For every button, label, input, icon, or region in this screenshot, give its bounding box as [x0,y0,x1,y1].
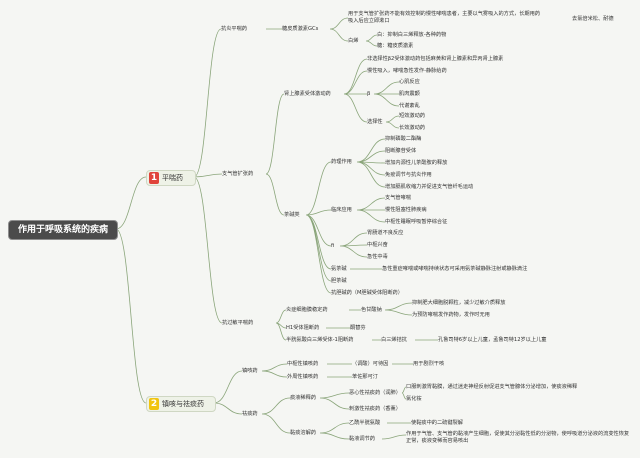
node-gehu[interactable]: 增加膈肌收缩力并促进支气管纤毛运动 [385,184,474,190]
node-benzhuo[interactable]: 苯佐那可汀 [352,374,378,380]
node-gcs[interactable]: 糖皮质激素GCs [282,26,319,32]
node-h1-drug[interactable]: 酮替芬 [350,325,366,331]
node-exin[interactable]: 恶心性祛痰药（润肺） [349,390,401,396]
node-zhiqi[interactable]: 支气管哮喘 [385,195,411,201]
node-yizhi[interactable]: 抑制磷酸二酯酶 [385,136,422,142]
node-banguang[interactable]: 半胱氨酸白三烯受体-1阻断药 [286,337,354,343]
node-ciji[interactable]: 刺激性祛痰药（香薰） [349,406,401,412]
node-qutan[interactable]: 祛痰药 [242,411,258,417]
node-chajian[interactable]: 茶碱类 [284,212,300,218]
node-kangyan[interactable]: 抗炎平喘药 [221,26,247,32]
node-neiyuan[interactable]: 增加内源性儿茶酚胺的释放 [385,160,448,166]
node-jixing[interactable]: 急性中毒 [367,254,388,260]
branch-label-zhenke-qutan: 镇咳与祛痰药 [162,400,204,408]
node-yixian[interactable]: 乙酰半胱氨酸 [349,420,381,426]
node-kangguomin[interactable]: 抗过敏平喘药 [222,320,254,326]
node-zhongshu2[interactable]: 中枢兴奋 [367,242,388,248]
node-changxiao[interactable]: 长效激动药 [399,125,425,131]
node-shenshang[interactable]: 肾上腺素受体激动药 [284,91,331,97]
node-zhenke[interactable]: 镇咳药 [242,368,258,374]
node-baixi-1[interactable]: 白：抑制白三烯释放-各种药物 [377,32,447,38]
branch-label-pingchuan: 平喘药 [162,174,183,182]
node-seganshuan[interactable]: 色甘酸钠 [361,307,382,313]
node-anchajian-desc[interactable]: 急性重症哮喘或哮喘持续状态可采用氨茶碱静脉注射或静脉滴注 [382,266,528,272]
node-manxingzu[interactable]: 慢性阻塞性肺疾病 [385,207,427,213]
node-sega-1[interactable]: 抑制肥大细胞脱颗粒，减少过敏介质释放 [412,300,506,306]
node-yanxing[interactable]: 炎症细胞膜稳定药 [286,307,328,313]
node-lvhua[interactable]: 氯化铵 [406,396,422,402]
node-waizhou[interactable]: 外周性镇咳药 [287,374,319,380]
node-h1[interactable]: H1受体阻断药 [286,325,320,331]
node-zhiqiguan[interactable]: 支气管扩张药 [222,171,254,177]
node-tanye[interactable]: 痰液稀释药 [290,395,316,401]
root-node[interactable]: 作用于呼吸系统的疾病 [8,220,118,240]
node-mianyi[interactable]: 免疫调节与抗炎作用 [385,172,432,178]
node-beta2[interactable]: 非选择性β2受体激动药包括麻黄和肾上腺素和异丙肾上腺素 [367,56,504,62]
node-nianye-tj[interactable]: 黏液调节药 [349,436,375,442]
node-baisan-desc[interactable]: 孔鲁司特6岁以上儿童，孟鲁司特12岁以上儿童 [438,337,547,343]
node-kefei[interactable]: （调酸）可待因 [352,361,389,367]
node-linchuang[interactable]: 临床应用 [331,207,352,213]
node-weichang[interactable]: 胃肠道不良反应 [367,230,404,236]
node-xinji[interactable]: 心肌反应 [399,79,420,85]
node-zhongshu[interactable]: 中枢性睡眠呼吸暂停综合征 [385,219,448,225]
connector-path [115,17,438,440]
node-sega-2[interactable]: 为预防哮喘发作药物，发作时无用 [412,312,490,318]
node-baixi-2[interactable]: 糖：糖皮质激素 [377,43,414,49]
node-manxing[interactable]: 慢性吸入，哮喘急性发作-静脉给药 [367,68,447,74]
node-kangdan[interactable]: 抗胆碱药（M胆碱受体阻断药） [331,290,403,296]
node-ximo[interactable]: 阻断腺苷受体 [385,148,417,154]
node-gcs-desc[interactable]: 用于支气管扩张药不能有效控制的慢性哮喘患者，主要以气雾吸入的方式，长期用药吸入后… [348,11,540,24]
node-f[interactable]: fi [331,243,335,249]
node-daixie[interactable]: 代谢紊乱 [399,103,420,109]
node-gcs-note[interactable]: 去氯倍米松、耐德 [572,16,614,22]
node-baixi[interactable]: 白烯 [348,38,359,44]
node-nianye-tj-desc[interactable]: 作用于气管、支气管的黏液产生细胞，促使其分泌黏性低的分泌物，使呼吸道分泌液的流变… [406,431,630,444]
number-badge-1: 1 [149,172,159,184]
node-b[interactable]: β [367,91,371,97]
node-jirou[interactable]: 肌肉震颤 [399,91,420,97]
node-xuanze[interactable]: 选择性 [367,119,383,125]
node-nianye[interactable]: 黏痰溶解药 [290,430,316,436]
node-yixian-desc[interactable]: 使黏痰中的二硫键裂解 [411,420,463,426]
node-yaoli[interactable]: 药理作用 [331,159,352,165]
node-dichajian[interactable]: 胆茶碱 [331,278,347,284]
node-kefei-desc[interactable]: 用于剧烈干咳 [413,361,445,367]
node-exin-desc[interactable]: 口服刺激胃黏膜，通过迷走神经反射促进支气管腺体分泌增加，使痰液稀释 [406,384,578,390]
number-badge-2: 2 [149,398,159,410]
node-duanxiao[interactable]: 短效激动药 [399,113,425,119]
node-zhongshuxing[interactable]: 中枢性镇咳药 [287,361,319,367]
node-anchajian[interactable]: 氨茶碱 [331,266,347,272]
node-baisan[interactable]: 白三烯拮抗 [381,337,407,343]
